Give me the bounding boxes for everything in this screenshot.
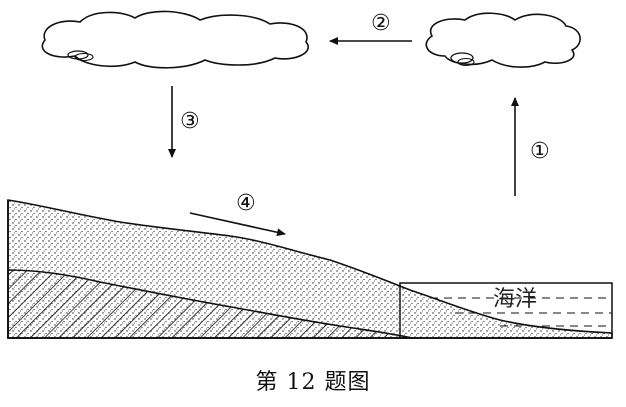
cloud-right: [425, 12, 581, 68]
arrow-3-label: ③: [180, 109, 200, 134]
arrow-1-label: ①: [530, 139, 550, 164]
ocean-label: 海洋: [493, 287, 537, 312]
arrow-4-label: ④: [236, 191, 256, 216]
arrow-4-runoff: [189, 212, 286, 237]
cloud-left: [41, 10, 309, 69]
arrow-2-label: ②: [371, 11, 391, 36]
bedrock-layer: [7, 269, 413, 339]
figure-caption: 第 12 题图: [255, 370, 371, 395]
